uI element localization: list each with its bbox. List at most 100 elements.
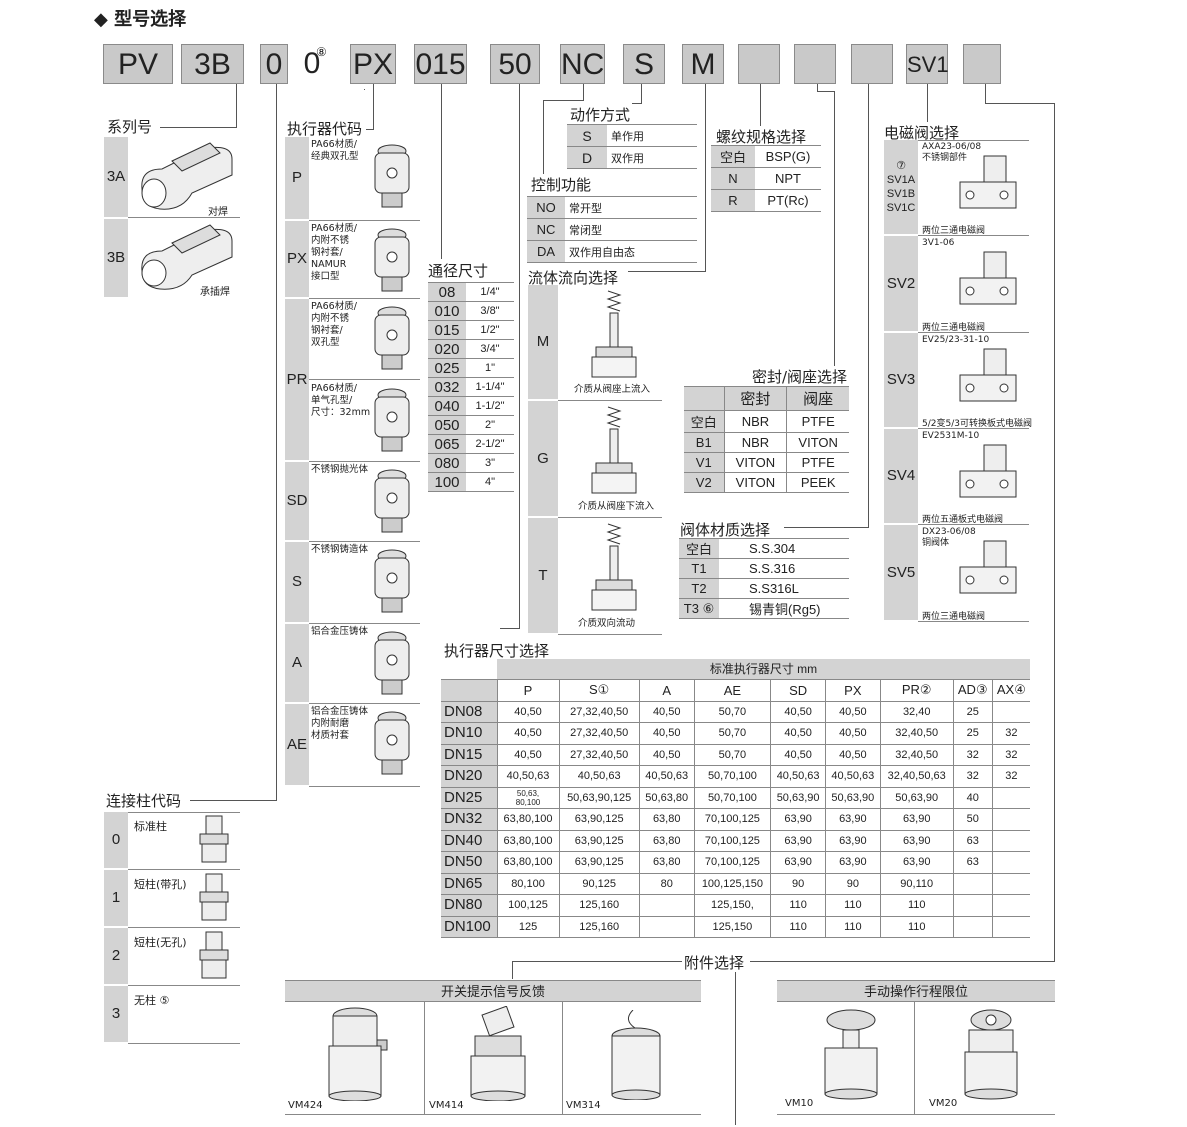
table-cell: 050 [428, 415, 466, 435]
table-cell: S.S.304 [719, 538, 849, 559]
actuator-code: PR [285, 299, 309, 460]
table-cell: 08 [428, 282, 466, 302]
accessory-model: VM424 [288, 1100, 323, 1111]
solenoid-model: DX23-06/08 铜阀体 [922, 527, 976, 548]
table-cell: 50,63, 80,100 [496, 787, 560, 809]
actuator-code: A [285, 624, 309, 702]
table-cell: 40,50 [770, 744, 826, 766]
table-header: PR② [879, 679, 954, 702]
table-cell: 125,150, [693, 894, 771, 917]
table-cell: 63,90,125 [558, 830, 640, 852]
actuator-desc: 铝合金压铸体 内附耐磨 材质衬套 [311, 706, 369, 741]
actuator-desc: 不锈钢抛光体 [311, 464, 369, 475]
model-code-box: 50 [490, 44, 540, 84]
model-code-box: SV1 [906, 44, 949, 84]
actuator-drawing-icon [367, 387, 417, 457]
actuator-code: P [285, 137, 309, 219]
table-cell: 40,50,63 [638, 765, 695, 788]
actuator-drawing-icon [367, 468, 417, 538]
table-cell: 63,90 [879, 808, 954, 831]
code-footnote: ⑧ [316, 45, 327, 59]
table-cell: 80,100 [496, 873, 560, 895]
vm10-handwheel-icon [824, 1009, 878, 1100]
solenoid-valve-icon [954, 152, 1024, 222]
table-cell: PTFE [786, 452, 849, 473]
model-code-box [738, 44, 780, 84]
flow-code: G [528, 401, 558, 516]
table-cell [638, 916, 695, 938]
solenoid-code: SV4 [884, 429, 918, 523]
table-cell: 80 [638, 873, 695, 895]
actuator-code: S [285, 542, 309, 622]
table-cell: DA [527, 240, 565, 263]
table-cell: 常闭型 [565, 218, 697, 241]
accessory-label: 附件选择 [684, 954, 745, 972]
table-cell: 32 [991, 722, 1030, 745]
flow-code: T [528, 518, 558, 633]
model-code-box: PX [350, 44, 396, 84]
table-cell: 90,110 [879, 873, 954, 895]
table-cell: 32 [991, 765, 1030, 788]
table-row: 标准执行器尺寸 mm [441, 659, 1030, 680]
model-code-box: NC [560, 44, 605, 84]
actuator-drawing-icon [367, 710, 417, 780]
table-cell: 63,80,100 [496, 830, 560, 852]
table-header: PX [824, 679, 881, 702]
table-cell: 40,50 [770, 722, 826, 745]
flow-desc: 介质从阀座上流入 [574, 384, 651, 395]
model-code-box: S [623, 44, 665, 84]
table-cell: 空白 [679, 538, 719, 559]
actuator-desc: PA66材质/ 单气孔型/ 尺寸：32mm [311, 383, 371, 418]
table-cell: 63,90,125 [558, 851, 640, 874]
table-cell: 50,63,80 [638, 787, 695, 809]
table-cell: 90,125 [558, 873, 640, 895]
table-cell: 70,100,125 [693, 808, 771, 831]
solenoid-desc: 两位三通电磁阀 [922, 612, 986, 622]
table-cell: 锡青铜(Rg5) [719, 598, 849, 619]
actuator-drawing-icon [367, 143, 417, 213]
actsize-label: 执行器尺寸选择 [444, 642, 550, 660]
table-cell [638, 894, 695, 917]
table-cell: PEEK [786, 472, 849, 493]
flow-label: 流体流向选择 [528, 269, 619, 287]
thread-label: 螺纹规格选择 [716, 128, 807, 146]
flow-diagram-icon [584, 405, 644, 495]
table-cell: 27,32,40,50 [558, 722, 640, 745]
vm414-switchbox-icon [470, 1006, 526, 1101]
table-cell: 110 [824, 916, 881, 938]
series-table: 3A 3B 对焊 承插焊 [104, 137, 240, 298]
table-cell: 单作用 [607, 124, 697, 147]
post-desc: 短柱(带孔) [134, 878, 187, 891]
table-cell [991, 851, 1030, 874]
solenoid-label: 电磁阀选择 [884, 124, 960, 142]
accessory-model: VM10 [785, 1098, 814, 1109]
diamond-icon: ◆ [94, 9, 108, 30]
table-cell: 025 [428, 358, 466, 378]
table-cell: 100,125,150 [693, 873, 771, 895]
solenoid-valve-icon [954, 441, 1024, 511]
table-cell: 3/4" [466, 339, 514, 359]
solenoid-code: ⑦ SV1A SV1B SV1C [884, 140, 918, 234]
table-cell: V1 [684, 452, 724, 473]
table-cell: T1 [679, 558, 719, 579]
table-cell: 125,160 [558, 894, 640, 917]
post-code: 3 [104, 986, 128, 1042]
table-cell: 63,80 [638, 851, 695, 874]
table-cell: DN25 [441, 787, 497, 809]
table-cell: B1 [684, 432, 724, 453]
flow-diagram-icon [584, 289, 644, 379]
